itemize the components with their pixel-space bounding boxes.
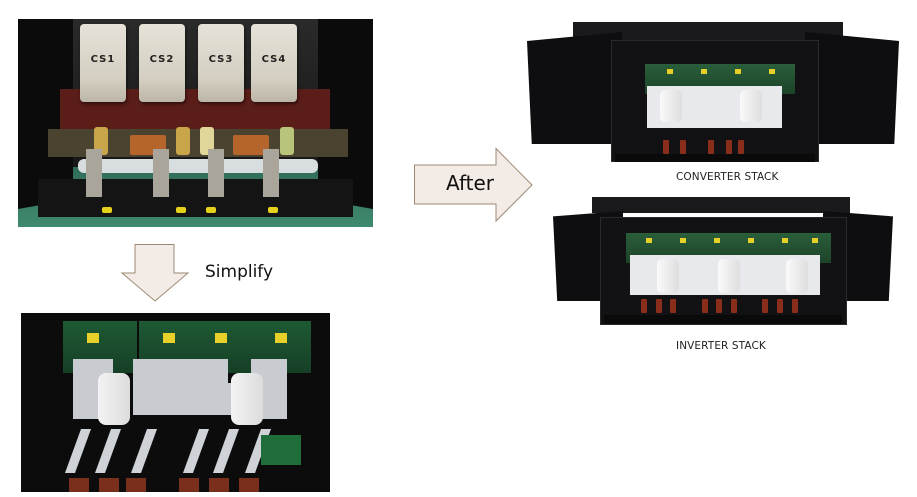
bracket — [208, 149, 224, 197]
film-capacitor — [657, 259, 679, 293]
green-board — [261, 435, 301, 465]
stack-top-cover — [592, 197, 850, 213]
terminal — [99, 478, 119, 492]
terminal — [239, 478, 259, 492]
simplify-arrow-icon — [120, 244, 190, 302]
bracket — [86, 149, 102, 197]
terminal — [702, 299, 708, 313]
left-wing-panel — [527, 32, 622, 144]
stack-tray — [604, 315, 842, 324]
cs-module-4: CS4 — [251, 24, 297, 102]
cs-module-label: CS4 — [261, 54, 287, 65]
right-wing-panel — [805, 32, 899, 144]
fuse — [94, 127, 108, 155]
insulator-tube — [78, 159, 318, 173]
connector-bar — [130, 429, 158, 473]
terminal — [762, 299, 768, 313]
connector-bar — [94, 429, 122, 473]
terminal — [656, 299, 662, 313]
film-capacitor — [740, 90, 762, 122]
terminal — [209, 478, 229, 492]
simplified-stack-photo — [21, 313, 330, 492]
fuse — [200, 127, 214, 155]
terminal — [792, 299, 798, 313]
wire-lug — [268, 207, 278, 213]
terminal — [777, 299, 783, 313]
after-arrow-icon — [414, 147, 533, 223]
simplify-label: Simplify — [205, 262, 274, 282]
terminal — [179, 478, 199, 492]
stack-tray — [615, 154, 815, 162]
terminal — [69, 478, 89, 492]
bracket — [263, 149, 279, 197]
terminal — [670, 299, 676, 313]
cs-module-2: CS2 — [139, 24, 185, 102]
terminal — [126, 478, 146, 492]
connector-bar — [212, 429, 240, 473]
busbar-plate — [133, 359, 228, 383]
stack-top-cover — [573, 22, 843, 40]
cs-module-1: CS1 — [80, 24, 126, 102]
bracket — [153, 149, 169, 197]
copper-bar — [233, 135, 269, 155]
inverter-stack-photo — [548, 197, 894, 325]
cs-module-label: CS3 — [208, 54, 234, 65]
film-capacitor — [718, 259, 740, 293]
wire-lug — [176, 207, 186, 213]
film-capacitor — [98, 373, 130, 425]
connector-bar — [182, 429, 210, 473]
cs-module-label: CS1 — [90, 54, 116, 65]
film-capacitor — [786, 259, 808, 293]
cs-module-label: CS2 — [149, 54, 175, 65]
film-capacitor — [660, 90, 682, 122]
terminal — [641, 299, 647, 313]
after-label: After — [446, 171, 495, 195]
fuse — [176, 127, 190, 155]
connector-bar — [64, 429, 92, 473]
terminal — [708, 140, 714, 154]
terminal — [680, 140, 686, 154]
wire-lug — [206, 207, 216, 213]
converter-stack-photo — [527, 22, 899, 162]
terminal — [663, 140, 669, 154]
fuse — [280, 127, 294, 155]
terminal — [716, 299, 722, 313]
terminal — [726, 140, 732, 154]
film-capacitor — [231, 373, 263, 425]
cs-module-3: CS3 — [198, 24, 244, 102]
terminal — [731, 299, 737, 313]
wire-lug — [102, 207, 112, 213]
terminal — [738, 140, 744, 154]
converter-stack-caption: CONVERTER STACK — [676, 171, 779, 183]
original-stack-photo: CS1 CS2 CS3 CS4 — [18, 19, 373, 227]
inverter-stack-caption: INVERTER STACK — [676, 340, 766, 352]
